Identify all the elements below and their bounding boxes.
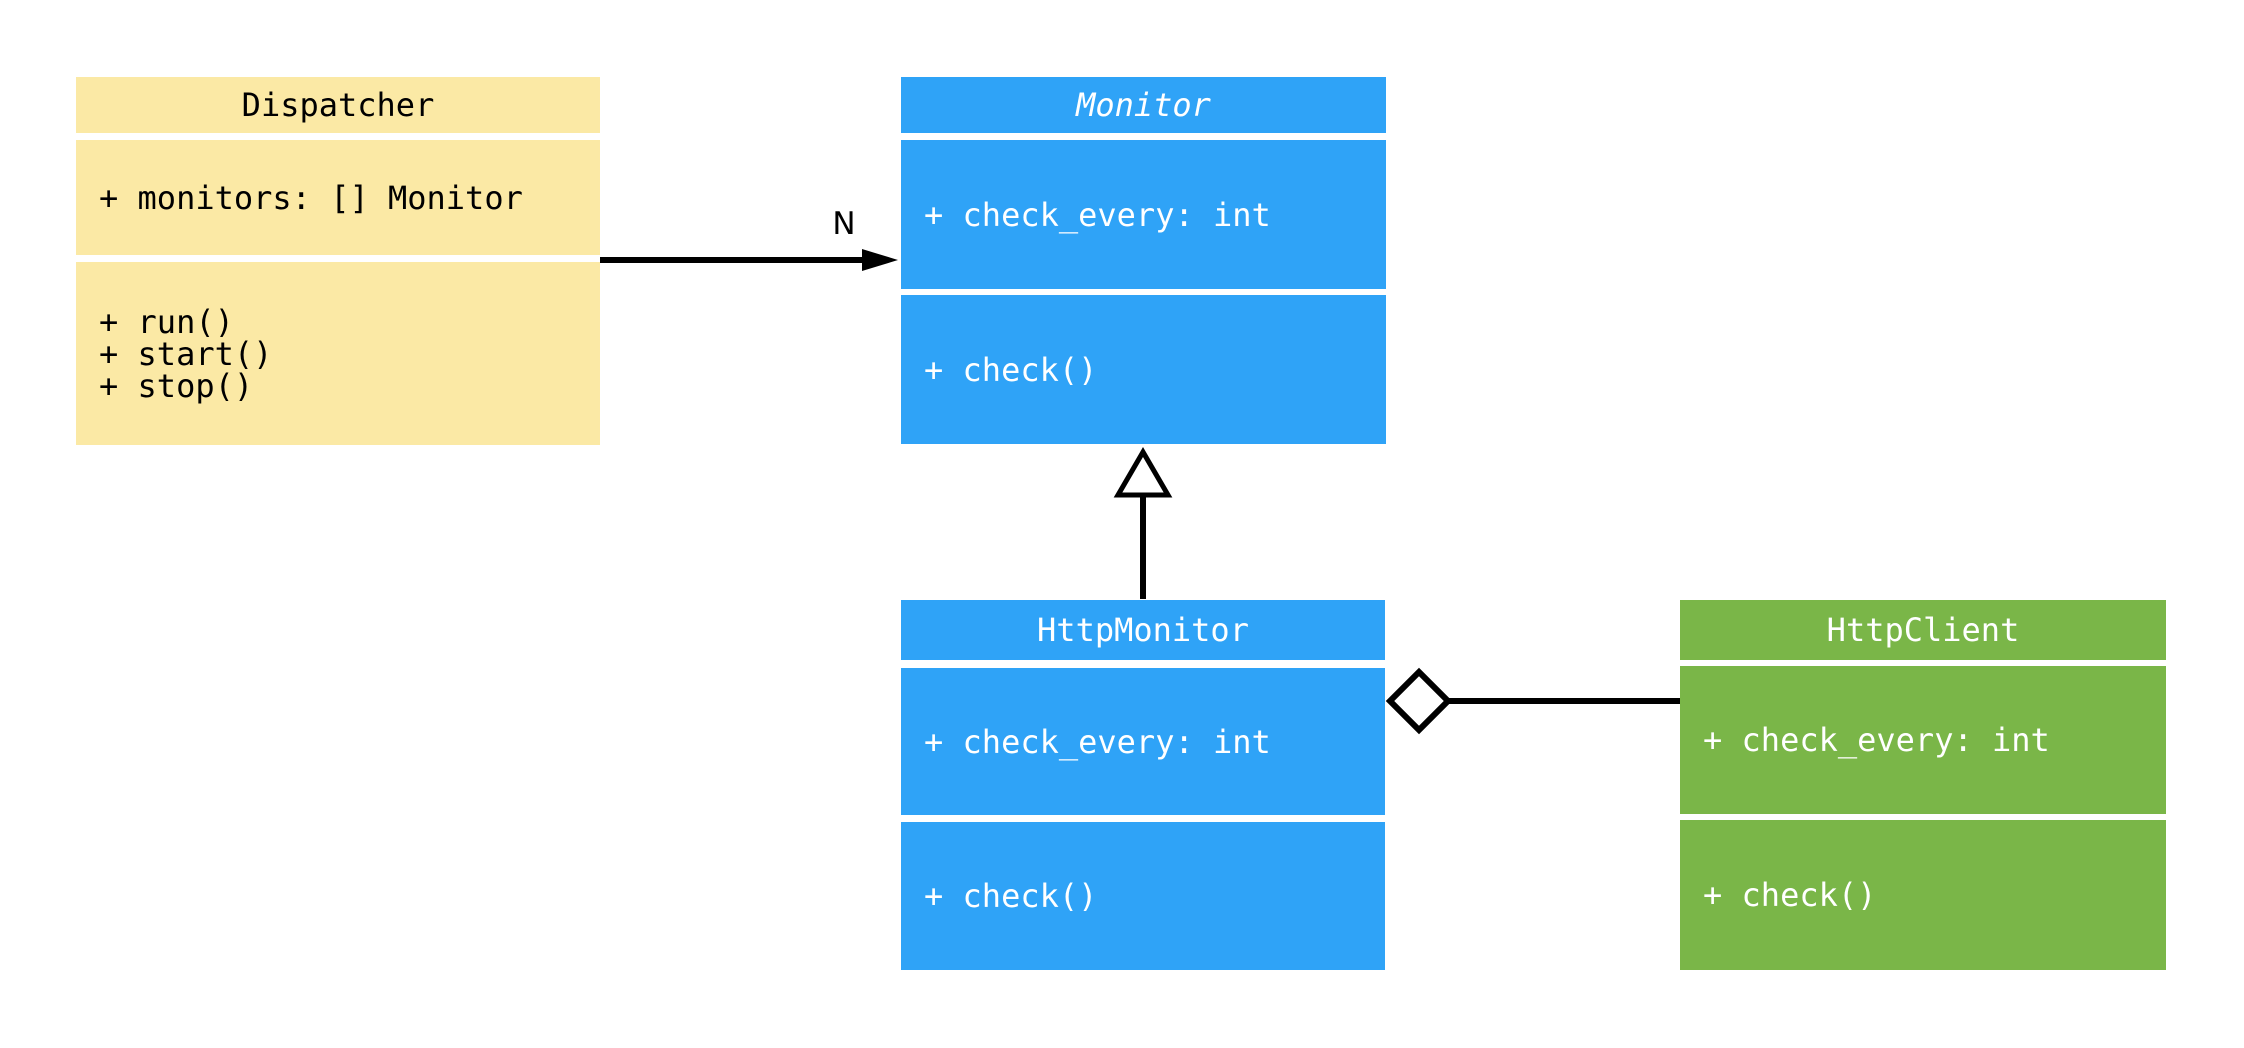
method: + check() [924,350,1098,389]
class-name: Dispatcher [241,86,435,124]
attribute: + check_every: int [924,195,1271,234]
method: + run() [99,302,234,341]
class-httpclient-title: HttpClient [1680,600,2166,660]
class-httpmonitor-methods: + check() [901,822,1385,970]
class-dispatcher-title: Dispatcher [76,77,600,133]
method: + stop() [99,366,254,405]
class-dispatcher: Dispatcher + monitors: [] Monitor + run(… [76,77,600,445]
class-httpmonitor-attributes: + check_every: int [901,668,1385,815]
class-monitor: Monitor + check_every: int + check() [901,77,1386,444]
class-dispatcher-methods: + run() + start() + stop() [76,262,600,445]
class-dispatcher-attributes: + monitors: [] Monitor [76,140,600,255]
attribute: + check_every: int [1703,721,2050,759]
class-name: HttpClient [1826,611,2020,649]
aggregation-diamond-icon [1385,667,1453,735]
multiplicity-label: N [832,206,856,242]
method: + check() [924,877,1098,915]
class-monitor-title: Monitor [901,77,1386,133]
method: + check() [1703,876,1877,914]
class-monitor-attributes: + check_every: int [901,140,1386,289]
class-monitor-methods: + check() [901,295,1386,444]
attribute: + monitors: [] Monitor [99,178,523,217]
class-httpmonitor: HttpMonitor + check_every: int + check() [901,600,1385,970]
class-name: HttpMonitor [1037,611,1249,649]
class-httpclient-methods: + check() [1680,820,2166,970]
inheritance-triangle-icon [1113,447,1173,498]
class-httpclient-attributes: + check_every: int [1680,666,2166,814]
class-httpclient: HttpClient + check_every: int + check() [1680,600,2166,970]
method: + start() [99,334,273,373]
class-name: Monitor [1076,86,1211,124]
association-arrowhead-icon [862,249,898,271]
attribute: + check_every: int [924,722,1271,761]
class-httpmonitor-title: HttpMonitor [901,600,1385,660]
